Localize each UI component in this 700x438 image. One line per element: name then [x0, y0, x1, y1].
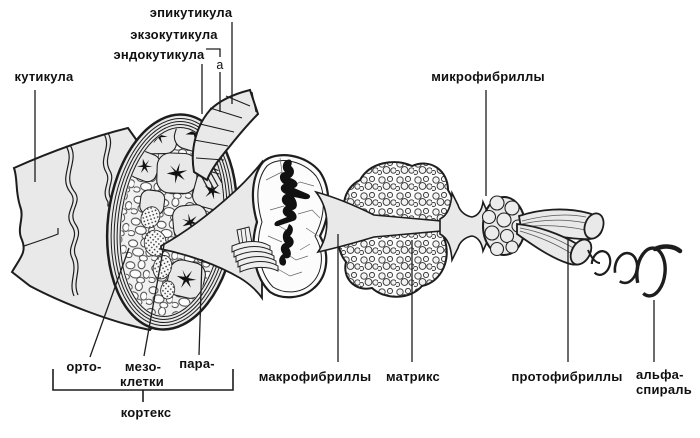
scale-plate-lines — [193, 91, 257, 161]
leader-meso — [143, 244, 165, 357]
label-alpha-line2: спираль — [636, 382, 692, 397]
label-microfibrils: микрофибриллы — [431, 69, 545, 84]
label-cuticle: кутикула — [15, 69, 74, 84]
microfibril-cross-section — [481, 195, 526, 257]
macrofibril-layer-stack — [231, 226, 279, 273]
label-epicuticle: эпикутикула — [150, 5, 233, 20]
label-cortex: кортекс — [121, 405, 172, 420]
cortex-bracket — [52, 369, 234, 402]
label-alpha-line1: альфа- — [636, 367, 684, 382]
cortex-cell-cone — [160, 159, 263, 301]
cuticle-scale-stack — [191, 88, 260, 193]
alpha-helix-spiral — [587, 244, 683, 298]
label-protofibrils: протофибриллы — [511, 369, 622, 384]
label-matrix: матрикс — [386, 369, 440, 384]
cortex-cell-cross-section — [231, 154, 330, 299]
protofibrils — [516, 208, 605, 266]
leader-ortho — [89, 247, 130, 358]
leader-para — [198, 258, 203, 356]
label-meso-line2: клетки — [120, 374, 164, 389]
label-a-layer: а — [216, 58, 223, 72]
label-para: пара- — [179, 356, 215, 371]
label-meso-line1: мезо- — [125, 359, 161, 374]
label-endocuticle: эндокутикула — [114, 47, 206, 62]
label-ortho: орто- — [66, 359, 101, 374]
macrofibril-cone — [313, 190, 442, 254]
melanin-granule-chain — [274, 159, 311, 266]
label-exocuticle: экзокутикула — [130, 27, 218, 42]
label-macrofibrils: макрофибриллы — [259, 369, 372, 384]
microfibril-circles — [481, 195, 525, 257]
meso-cells-region — [140, 206, 176, 300]
leader-exocuticle — [206, 48, 221, 57]
